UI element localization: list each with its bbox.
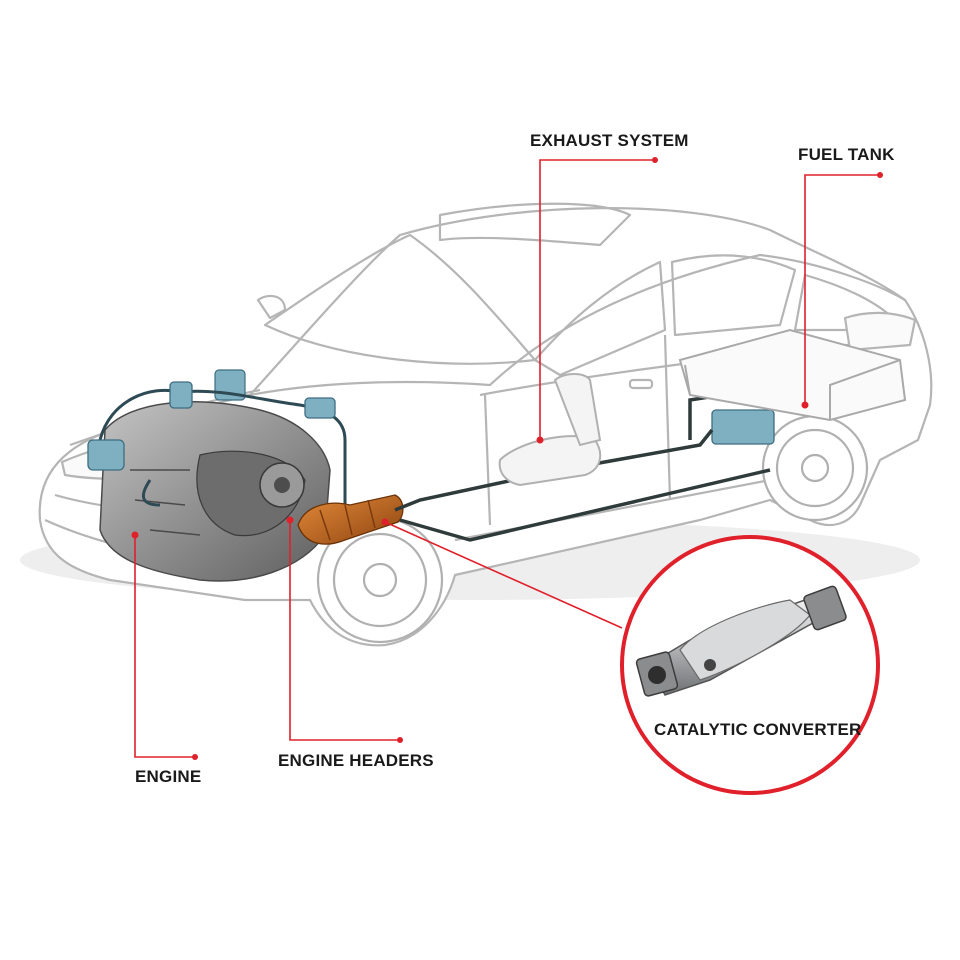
roof-line (249, 253, 906, 397)
front-door-handle (628, 378, 654, 390)
front-door-window (533, 260, 667, 377)
side-mirror (256, 294, 287, 320)
door-line-front (483, 394, 492, 526)
sunroof (438, 202, 632, 247)
windshield (263, 233, 537, 365)
taillight (843, 311, 917, 352)
leader-catalytic-converter (384, 521, 623, 629)
fuel-tank-part (678, 328, 907, 422)
label-catalytic-converter: CATALYTIC CONVERTER (654, 720, 862, 739)
label-fuel-tank: FUEL TANK (798, 145, 895, 164)
leader-engine-headers (289, 520, 400, 741)
door-line-b-pillar (663, 334, 672, 501)
rear-door-window (670, 254, 797, 337)
leader-dots (131, 157, 883, 760)
sensor-units (87, 381, 775, 471)
muffler (498, 373, 602, 487)
label-engine: ENGINE (135, 767, 202, 786)
leader-exhaust-system (539, 159, 655, 440)
leader-lines (134, 159, 880, 758)
catalytic-converter-image (635, 585, 847, 697)
label-engine-headers: ENGINE HEADERS (278, 751, 434, 770)
front-wheel (316, 516, 444, 644)
leader-engine (134, 535, 195, 758)
rear-wheel (761, 414, 869, 522)
label-exhaust-system: EXHAUST SYSTEM (530, 131, 689, 150)
leader-fuel-tank (804, 174, 880, 405)
engine-block (99, 369, 331, 582)
